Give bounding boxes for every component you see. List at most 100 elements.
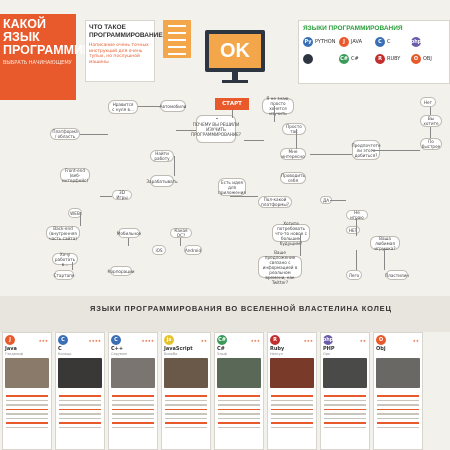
flow-node: По быстрее <box>420 138 442 150</box>
language-label: PYTHON <box>315 39 336 45</box>
flow-node: Мне интересно <box>280 148 306 160</box>
card-description <box>271 392 313 428</box>
card-language-name: PHP <box>323 346 335 352</box>
start-label: СТАРТ <box>215 98 249 110</box>
language-icon: O <box>411 54 421 64</box>
flow-node: Не играю <box>346 210 368 220</box>
flow-connector <box>356 218 357 236</box>
flow-connector <box>138 106 160 107</box>
card-difficulty-stars: ★★★★ <box>88 339 101 343</box>
flow-connector <box>300 234 301 256</box>
flow-node: Платформа / область <box>50 128 80 140</box>
language-label: C <box>387 39 391 45</box>
card-description <box>165 392 207 428</box>
lotr-section-heading: ЯЗЫКИ ПРОГРАММИРОВАНИЯ ВО ВСЕЛЕННОЙ ВЛАС… <box>90 304 392 313</box>
flow-node: Лего <box>346 270 362 280</box>
card-language-name: JavaScript <box>164 346 193 352</box>
flow-node: Ваше предложение связано с информацией в… <box>258 250 302 285</box>
language-label: JAVA <box>351 39 363 45</box>
card-language-icon: php <box>322 335 334 345</box>
flow-connector <box>128 238 129 246</box>
card-language-icon: C <box>111 335 121 345</box>
flow-node: Проводить себя <box>280 172 306 184</box>
flow-node: Просто так <box>282 123 306 135</box>
flow-connector <box>330 200 346 201</box>
card-language-icon: O <box>376 335 386 345</box>
card-description <box>218 392 260 428</box>
flow-node: Пластилин <box>385 270 409 280</box>
flow-node: Я не знаю, просто хочется изучить <box>262 96 294 116</box>
flow-node: Автомобили <box>160 100 186 112</box>
flow-connector <box>430 107 431 115</box>
card-character-name: Орк <box>323 352 331 356</box>
flow-connector <box>244 140 264 141</box>
flow-node: Нравится с нуля в... <box>108 100 138 114</box>
card-language-name: Obj <box>376 346 386 352</box>
card-language-name: Java <box>5 346 17 352</box>
card-difficulty-stars: ★★ <box>200 339 207 343</box>
language-label: C# <box>351 56 359 62</box>
lotr-section-stripe: ЯЗЫКИ ПРОГРАММИРОВАНИЯ ВО ВСЕЛЕННОЙ ВЛАС… <box>0 296 450 332</box>
card-character-name: Назгул <box>270 352 283 356</box>
card-language-name: C# <box>217 346 225 352</box>
question-heading: ЧТО ТАКОЕ ПРОГРАММИРОВАНИЕ? <box>89 24 167 39</box>
language-icon: Py <box>303 37 313 47</box>
flow-connector <box>356 250 357 270</box>
card-character-image <box>270 358 314 388</box>
what-is-programming-box: ЧТО ТАКОЕ ПРОГРАММИРОВАНИЕ? Написание оч… <box>85 20 167 82</box>
flow-node: Стартапе <box>54 270 74 280</box>
card-language-name: C++ <box>111 346 124 352</box>
card-difficulty-stars: ★★ <box>359 339 366 343</box>
flow-connector <box>232 110 233 118</box>
card-character-name: Эльф <box>217 352 227 356</box>
flow-node: Какая ОС? <box>170 228 192 238</box>
card-character-image <box>111 358 155 388</box>
flow-connector <box>384 248 385 270</box>
card-character-image <box>5 358 49 388</box>
languages-heading: ЯЗЫКИ ПРОГРАММИРОВАНИЯ <box>303 25 403 32</box>
flow-connector <box>430 127 431 138</box>
title-main: Какой язык программирования <box>3 17 146 57</box>
language-icon: C# <box>339 54 349 64</box>
card-language-icon: J <box>5 335 15 345</box>
flow-node: Есть идея для приложения <box>218 178 246 196</box>
flow-connector <box>372 150 420 151</box>
flow-connector <box>80 212 81 226</box>
card-difficulty-stars: ★★★★ <box>141 339 154 343</box>
language-icon <box>303 54 313 64</box>
flow-node: iOS <box>152 245 166 255</box>
flow-node: Ваша любимая игрушка? <box>370 236 400 251</box>
card-language-icon: C <box>58 335 68 345</box>
title-sub: ВЫБРАТЬ НАЧИНАЮЩЕМУ <box>3 60 72 66</box>
card-character-image <box>217 358 261 388</box>
flow-connector <box>310 154 352 155</box>
card-character-image <box>164 358 208 388</box>
card-difficulty-stars: ★★ <box>412 339 419 343</box>
flow-node: Хочу работать в... <box>52 252 78 267</box>
card-description <box>6 392 48 428</box>
flow-node: Мобильное <box>117 228 141 238</box>
card-character-name: Бильбо <box>164 352 178 356</box>
card-difficulty-stars: ★★★ <box>303 339 313 343</box>
card-character-image <box>376 358 420 388</box>
document-icon <box>163 20 191 58</box>
flow-connector <box>230 196 258 197</box>
flow-connector <box>274 106 275 122</box>
card-character-name: Саруман <box>111 352 127 356</box>
flow-connector <box>176 130 196 131</box>
flow-connector <box>100 196 112 197</box>
language-card: C#C#Эльф★★★ <box>214 332 264 450</box>
card-character-name: Гэндальф <box>5 352 24 356</box>
flow-node: Вы хотите <box>420 115 442 127</box>
ok-label: OK <box>220 39 250 62</box>
card-language-name: C <box>58 346 62 352</box>
language-item <box>303 54 339 64</box>
